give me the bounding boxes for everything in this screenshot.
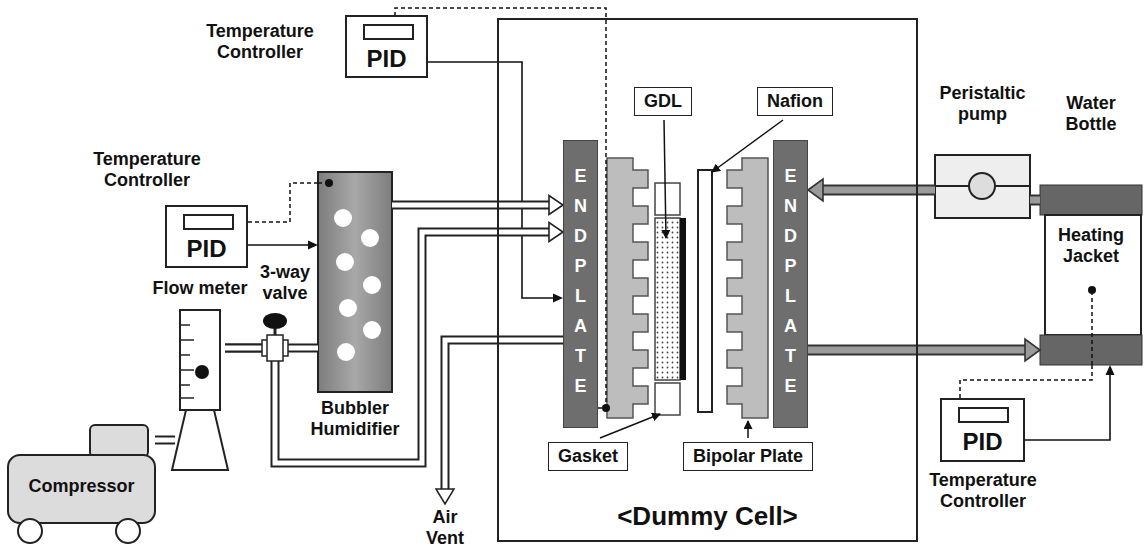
device-label: Bubbler Humidifier [304, 398, 406, 439]
flow-meter-stand [172, 410, 228, 470]
part-name: Nafion [767, 91, 823, 112]
sig-connector [1025, 365, 1115, 440]
dummy-cell: <Dummy Cell> GDL NafionEND PLATE END PLATE G… [497, 18, 918, 542]
bipolar-plate [727, 158, 768, 418]
scale-marks [180, 325, 194, 398]
end-plate: END PLATE [563, 140, 598, 428]
catalyst-layer [680, 218, 686, 380]
controller-label: Temperature Controller [913, 470, 1053, 511]
wheel [116, 519, 140, 543]
pid-controller: PIDTemperature Controller [940, 398, 1025, 462]
bipolar-plate [607, 158, 648, 418]
pipe-connector [155, 440, 175, 441]
bottle-cap [1040, 185, 1142, 215]
cell-title: <Dummy Cell> [499, 502, 916, 532]
air-vent-pipe [436, 340, 563, 504]
gasket [655, 183, 680, 215]
water-connector [808, 339, 1040, 361]
pid-text: PID [347, 45, 426, 73]
part-name: Gasket [558, 446, 618, 467]
display-window [183, 214, 234, 230]
callout-box: Nafion [757, 87, 833, 116]
pid-text: PID [942, 428, 1023, 456]
float-bob [195, 365, 209, 379]
sig-connector [428, 62, 563, 303]
nafion-membrane [698, 170, 712, 412]
sensor-dot [1088, 286, 1096, 294]
plate-text: END PLATE [572, 161, 590, 401]
part-name: GDL [644, 91, 682, 112]
leader-lines [600, 120, 783, 438]
sig-connector [248, 241, 318, 250]
compressor: Compressor [8, 425, 155, 525]
wheel [18, 519, 42, 543]
dash-connector [960, 365, 1092, 398]
controller-label: Temperature Controller [87, 149, 207, 190]
pid-text: PID [167, 235, 246, 263]
pipe-connector [225, 223, 563, 464]
plate-text: END PLATE [782, 161, 800, 401]
bubbles [334, 209, 381, 361]
display-window [958, 407, 1009, 423]
vent-label: Air Vent [415, 507, 475, 548]
gdl [655, 218, 680, 380]
water-connector [808, 179, 935, 201]
dash-connector [248, 183, 318, 222]
bubbler-humidifier: Bubbler Humidifier [318, 172, 392, 392]
water-bottle: Water BottleHeating Jacket [1040, 185, 1142, 365]
device-label: Heating Jacket [1040, 225, 1142, 266]
pipe-connector [392, 196, 563, 215]
part-name: Bipolar Plate [693, 446, 803, 467]
peristaltic-pump: Peristaltic pump [935, 155, 1030, 218]
humidifier-body [318, 172, 392, 392]
pid-controller: Temperature ControllerPID [345, 15, 428, 78]
pid-controller: Temperature ControllerPID [165, 205, 248, 268]
callout-box: GDL [634, 87, 692, 116]
gasket [655, 383, 680, 415]
water-connector [1030, 200, 1040, 201]
pump-rotor [969, 173, 995, 199]
device-label: Peristaltic pump [925, 83, 1040, 124]
compressor-motor [90, 425, 148, 457]
device-label: Flow meter [140, 278, 260, 299]
device-label: Compressor [8, 476, 155, 497]
sensor-dot [325, 179, 333, 187]
pump-body [935, 155, 1030, 218]
bottle-base [1040, 335, 1142, 365]
callout-box: Gasket [548, 442, 628, 471]
flow-tube [180, 310, 220, 410]
end-plate: END PLATE [773, 140, 808, 428]
valve-label: 3-way valve [255, 262, 315, 303]
device-label: Water Bottle [1040, 93, 1142, 134]
callout-box: Bipolar Plate [683, 442, 813, 471]
display-window [363, 24, 414, 40]
flow-meter: Flow meter [175, 310, 225, 470]
controller-label: Temperature Controller [195, 21, 325, 62]
compressor-tank [8, 455, 155, 523]
